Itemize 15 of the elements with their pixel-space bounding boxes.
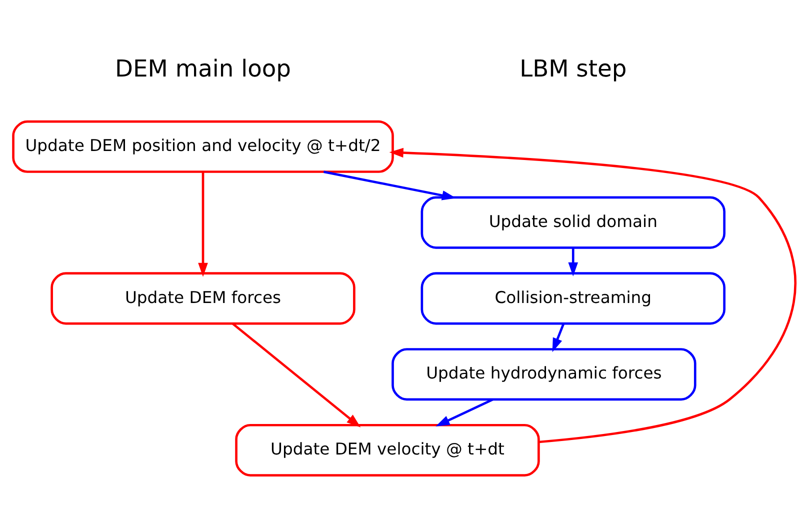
node-box: Update DEM velocity @ t+dt <box>235 423 540 476</box>
arrow <box>568 247 578 276</box>
arrow <box>323 170 456 200</box>
label: LBM step <box>520 54 627 82</box>
node-box: Update solid domain <box>420 196 726 248</box>
arrow <box>436 398 494 426</box>
node-box: Update hydrodynamic forces <box>392 348 696 400</box>
arrow <box>232 322 361 427</box>
label: DEM main loop <box>115 54 291 82</box>
arrow <box>389 147 797 443</box>
arrow <box>552 322 565 352</box>
arrow <box>198 171 208 276</box>
node-box: Collision-streaming <box>420 272 726 324</box>
node-box: Update DEM position and velocity @ t+dt/2 <box>12 120 394 172</box>
node-box: Update DEM forces <box>50 272 356 324</box>
